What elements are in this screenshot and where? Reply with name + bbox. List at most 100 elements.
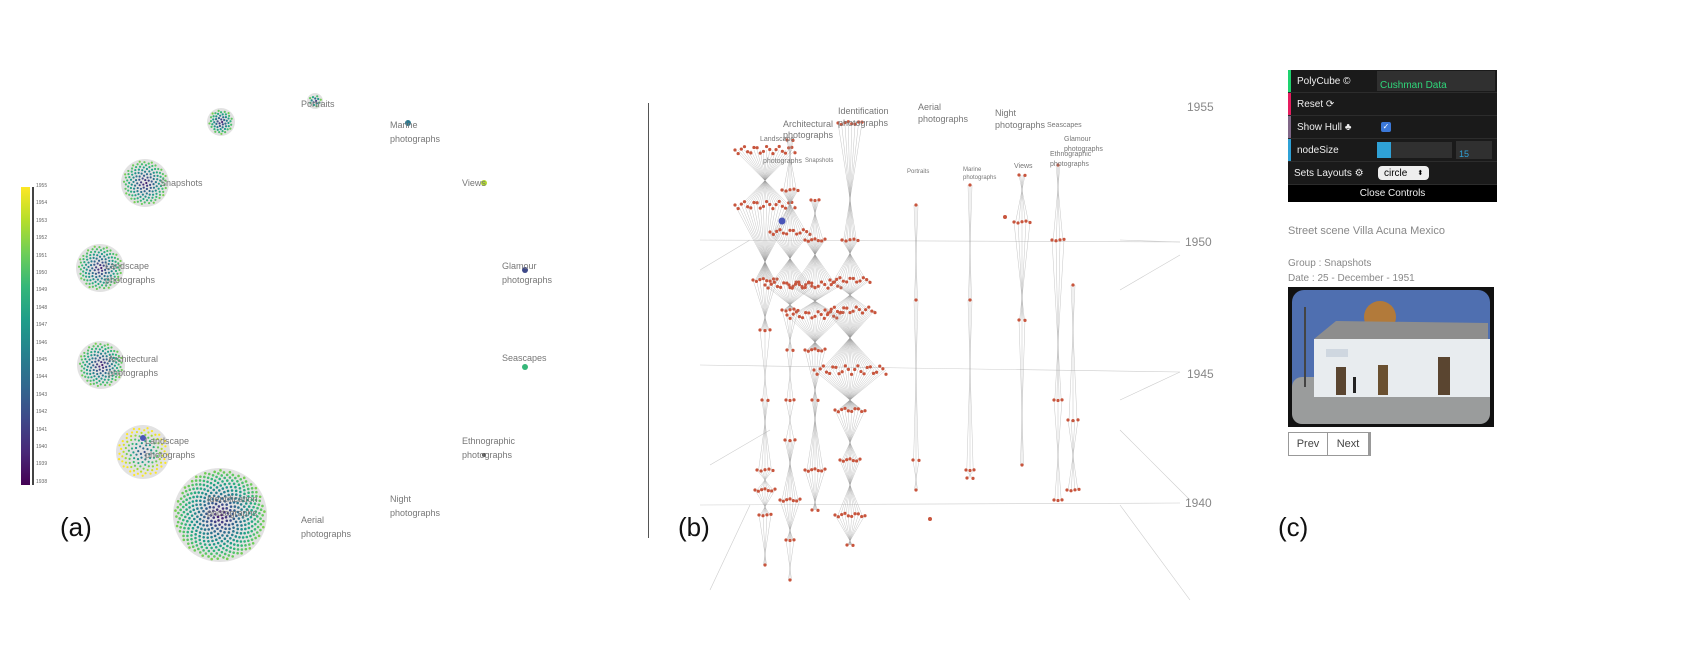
photo-node (206, 480, 209, 484)
photo-node (822, 316, 826, 320)
colorbar-tick: 1949 (36, 287, 48, 294)
year-label-1955: 1955 (1187, 100, 1214, 114)
photo-node (763, 328, 767, 333)
node-size-input[interactable]: 15 (1456, 141, 1492, 159)
photo-node (151, 193, 155, 196)
next-button[interactable]: Next (1327, 432, 1371, 456)
photo-node (153, 167, 157, 171)
photo-node (784, 189, 788, 193)
photo-node (191, 545, 195, 549)
photo-node (88, 362, 91, 366)
photo-node (810, 398, 814, 402)
space-time-cube[interactable] (650, 0, 1210, 610)
photo-node (218, 523, 221, 526)
cluster-hull (307, 93, 323, 109)
cluster-label[interactable]: Views (462, 176, 486, 190)
hull-edge (843, 239, 864, 281)
hull-edge (848, 122, 852, 241)
prev-button[interactable]: Prev (1288, 432, 1328, 456)
hull-edge (734, 149, 790, 206)
photo-node (119, 259, 122, 263)
cluster-label-line1: Seascapes (502, 353, 547, 363)
hull-edge (786, 349, 794, 401)
photo-node (88, 282, 91, 285)
photo-node (240, 528, 243, 531)
dataset-input[interactable]: Cushman Data (1377, 71, 1495, 91)
photo-node (108, 359, 111, 363)
photo-node (107, 286, 110, 289)
hull-edge (808, 349, 817, 401)
photo-node (97, 268, 100, 271)
photo-node (119, 365, 122, 369)
close-controls-button[interactable]: Close Controls (1288, 185, 1497, 202)
photo-node (800, 284, 804, 289)
photo-node (93, 375, 96, 378)
photo-node (105, 355, 108, 358)
cluster-label-line1: Views (462, 178, 486, 188)
hull-edge (811, 469, 816, 511)
hull-edge (1051, 239, 1062, 401)
photo-node (156, 446, 160, 449)
photo-node (793, 151, 797, 155)
photo-node (96, 384, 99, 388)
node-size-slider[interactable] (1377, 142, 1452, 158)
photo-node (213, 555, 216, 558)
photo-node (87, 249, 90, 252)
photo-node (236, 501, 239, 505)
photo-node (120, 368, 123, 372)
photo-node (783, 438, 787, 442)
photo-node (736, 151, 740, 156)
photo-node (137, 171, 140, 174)
cube-edge (709, 429, 771, 466)
photo-node (195, 529, 198, 533)
show-hull-checkbox[interactable]: ✓ (1381, 122, 1391, 132)
photo-node (312, 101, 315, 104)
hull-edge (784, 189, 793, 233)
photo-node (126, 440, 129, 443)
sets-layouts-select[interactable]: circle⬍ (1378, 166, 1430, 180)
photo-node (132, 187, 136, 190)
hull-edge (741, 204, 773, 281)
photo-node (177, 511, 180, 515)
photo-node (318, 101, 321, 104)
photo-node (105, 358, 108, 361)
cluster-label[interactable]: Portraits (301, 97, 335, 111)
photo-node (914, 488, 918, 492)
cluster-label[interactable]: Snapshots (160, 176, 203, 190)
photo-node (245, 535, 249, 539)
photo-node (91, 267, 94, 270)
photo-node (220, 520, 224, 524)
photo-node (130, 190, 133, 193)
photo-node (95, 381, 98, 384)
reset-button[interactable]: Reset ⟳ (1288, 93, 1497, 116)
hull-edge (779, 499, 794, 541)
photo-node (782, 281, 786, 285)
photo-node (154, 198, 157, 201)
photo-node (232, 482, 236, 486)
photo-node (236, 551, 239, 555)
photo-node (234, 520, 238, 524)
photo-node (155, 460, 158, 463)
photo-node (150, 199, 153, 202)
photo-node (242, 496, 246, 499)
photo-node (190, 541, 194, 545)
photo-node (199, 475, 202, 478)
photo-node (788, 398, 792, 403)
photo-node (135, 453, 138, 456)
photo-node (131, 442, 134, 446)
photo-node (806, 469, 810, 473)
hull-edge (817, 369, 862, 411)
photo-node (212, 118, 215, 121)
hull-edge (763, 149, 767, 206)
cluster-label[interactable]: Seascapes (502, 351, 547, 365)
photo-node (780, 308, 784, 312)
